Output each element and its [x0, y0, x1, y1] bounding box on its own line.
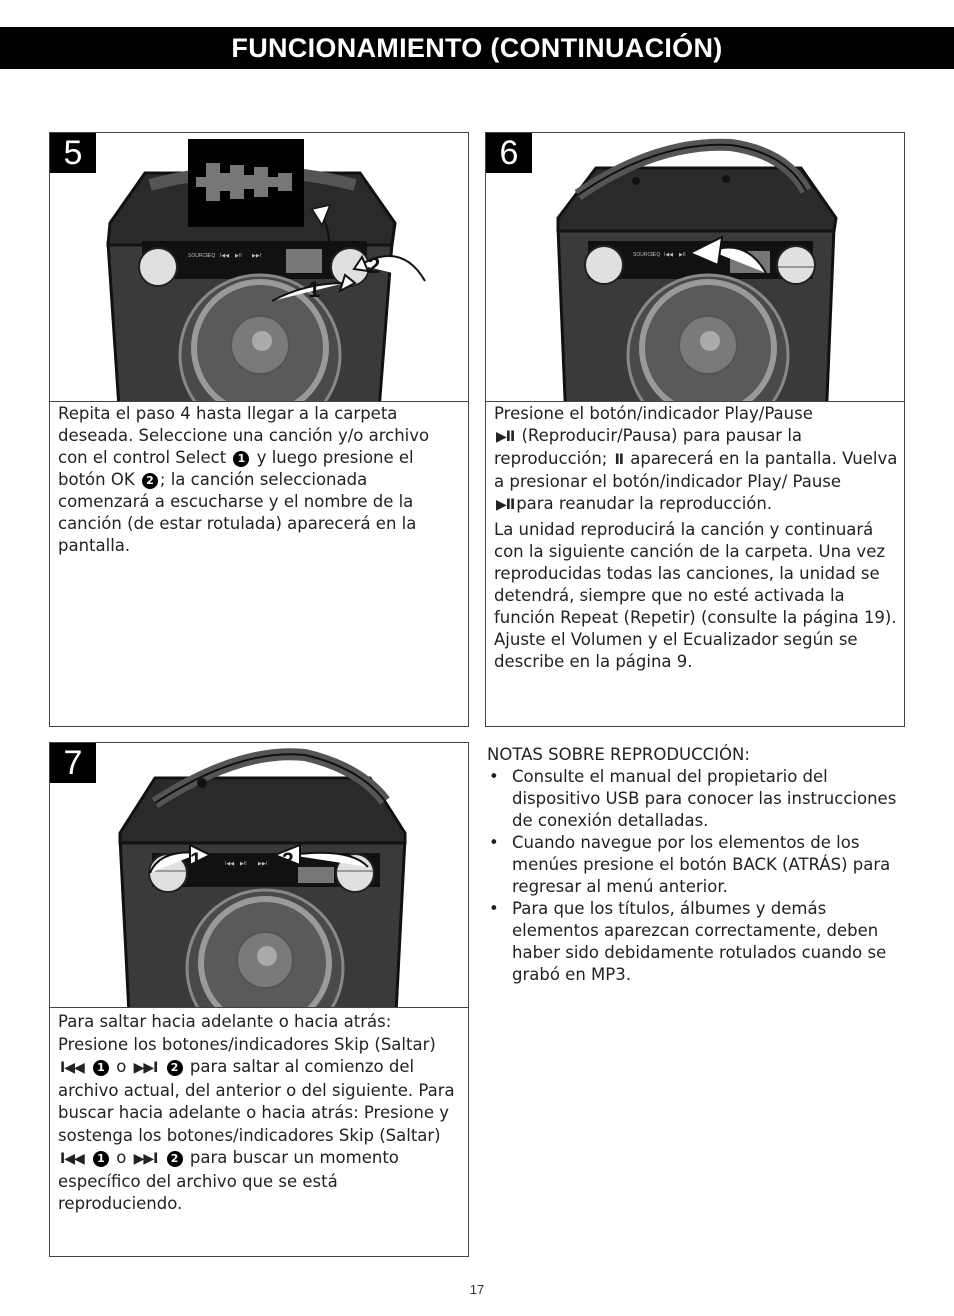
top-screw — [632, 177, 640, 185]
step-5-text-b: y luego presione el botón OK — [58, 448, 414, 489]
note-item: Cuando navegue por los elementos de los … — [487, 832, 907, 898]
step-5-text-c: ; la canción seleccionada comenzará a es… — [58, 470, 417, 555]
notes-title: NOTAS SOBRE REPRODUCCIÓN: — [487, 745, 750, 764]
arrow-head-1 — [189, 843, 213, 867]
panel-label-eq: EQ — [208, 253, 215, 259]
panel-prev-icon: I◀◀ — [225, 861, 234, 867]
step-5-number: 5 — [50, 133, 96, 173]
ref-1-icon: 1 — [93, 1151, 109, 1167]
callout-arrow-1 — [271, 282, 346, 302]
speaker-top — [556, 166, 838, 233]
notes-list: Consulte el manual del propietario del d… — [487, 766, 907, 986]
note-item: Consulte el manual del propietario del d… — [487, 766, 907, 832]
speaker-illustration: SOURCE EQ I◀◀ ▶II ▶▶I — [106, 139, 426, 401]
select-knob — [584, 245, 624, 285]
callout-2-label: 2 — [368, 253, 380, 278]
ref-1-icon: 1 — [93, 1060, 109, 1076]
top-screw — [197, 778, 207, 788]
playback-notes: NOTAS SOBRE REPRODUCCIÓN: Consulte el ma… — [487, 744, 907, 986]
display-pointer-head — [310, 203, 332, 227]
ref-2-icon: 2 — [166, 1060, 183, 1076]
step-5-text-a: Repita el paso 4 hasta llegar a la carpe… — [58, 404, 430, 467]
panel-next-icon: ▶▶I — [258, 861, 267, 867]
callout-arrow-2 — [289, 851, 369, 868]
step-6-text-a: Presione el botón/indicador Play/Pause — [494, 404, 813, 423]
woofer-dustcap — [252, 331, 272, 351]
panel-next-icon: ▶▶I — [252, 253, 261, 259]
callout-1-label: 1 — [308, 277, 320, 302]
note-item: Para que los títulos, álbumes y demás el… — [487, 898, 907, 986]
panel-play-icon: ▶II — [240, 861, 247, 867]
or-text: o — [116, 1057, 127, 1076]
speaker-illustration: I◀◀ ▶II ▶▶I 1 2 — [118, 748, 407, 1007]
panel-prev-icon: I◀◀ — [664, 252, 673, 258]
step-6-illustration: 6 SOURCE EQ I◀◀ ▶II — [486, 133, 904, 402]
arrow-head — [687, 235, 724, 267]
panel-prev-icon: I◀◀ — [220, 253, 229, 259]
select-knob — [138, 247, 178, 287]
step-7-box: 7 I◀◀ ▶II ▶▶I 1 2 — [49, 742, 469, 1257]
step-5-text: Repita el paso 4 hasta llegar a la carpe… — [58, 403, 462, 557]
display-window — [298, 867, 334, 883]
next-track-icon: ▶▶I — [133, 1060, 159, 1076]
step-6-text: Presione el botón/indicador Play/Pause ▶… — [494, 403, 898, 673]
panel-label-eq: EQ — [653, 252, 660, 258]
display-window — [286, 249, 322, 273]
ref-2-icon: 2 — [141, 473, 158, 489]
waveform-graphic — [196, 163, 292, 201]
panel-label-source: SOURCE — [188, 253, 210, 259]
handle-outline — [577, 143, 807, 196]
ref-1-icon: 1 — [233, 451, 250, 467]
ref-2-icon: 2 — [166, 1151, 183, 1167]
volume-knob — [776, 245, 816, 285]
step-5-illustration: 5 SOURCE EQ I◀◀ ▶II ▶▶I — [50, 133, 468, 402]
step-7-illustration: 7 I◀◀ ▶II ▶▶I 1 2 — [50, 743, 468, 1008]
step-6-box: 6 SOURCE EQ I◀◀ ▶II Presione e — [485, 132, 905, 727]
step-6-text-b: (Reproducir/Pausa) para pausar la reprod… — [494, 426, 803, 468]
section-header: FUNCIONAMIENTO (CONTINUACIÓN) — [0, 27, 954, 69]
or-text: o — [116, 1148, 127, 1167]
panel-label-source: SOURCE — [633, 252, 655, 258]
callout-2-label: 2 — [282, 849, 294, 872]
step-7-text-b: para saltar al comienzo del archivo actu… — [58, 1057, 455, 1145]
callout-1-label: 1 — [190, 849, 202, 872]
play-pause-icon: ▶II — [496, 429, 515, 445]
top-screw — [722, 175, 730, 183]
next-track-icon: ▶▶I — [133, 1151, 159, 1167]
page-title: FUNCIONAMIENTO (CONTINUACIÓN) — [231, 32, 723, 63]
prev-track-icon: I◀◀ — [60, 1060, 85, 1076]
step-6-text-d: para reanudar la reproducción. — [516, 494, 773, 513]
speaker-top — [118, 776, 407, 845]
page-number: 17 — [469, 1282, 485, 1297]
speaker-illustration: SOURCE EQ I◀◀ ▶II — [556, 138, 838, 401]
pause-icon: II — [614, 452, 624, 468]
play-pause-icon: ▶II — [496, 497, 515, 513]
handle-outline — [154, 753, 386, 804]
callout-arrow-2 — [359, 255, 426, 282]
step-6-text-c: aparecerá en la pantalla. Vuelva a presi… — [494, 449, 898, 491]
step-7-text: Para saltar hacia adelante o hacia atrás… — [58, 1011, 462, 1216]
step-7-text-c: para buscar un momento específico del ar… — [58, 1148, 399, 1213]
step-5-box: 5 SOURCE EQ I◀◀ ▶II ▶▶I — [49, 132, 469, 727]
arrow-head-2 — [272, 843, 301, 867]
panel-play-icon: ▶II — [235, 253, 242, 259]
arrow-head-1 — [338, 273, 357, 294]
prev-track-icon: I◀◀ — [60, 1151, 85, 1167]
step-7-number: 7 — [50, 743, 96, 783]
arrow-head-2 — [352, 254, 370, 273]
woofer-dustcap — [257, 946, 277, 966]
step-6-text-e: La unidad reproducirá la canción y conti… — [494, 520, 897, 671]
step-6-number: 6 — [486, 133, 532, 173]
step-7-text-a: Para saltar hacia adelante o hacia atrás… — [58, 1012, 436, 1054]
woofer-dustcap — [700, 331, 720, 351]
panel-play-icon: ▶II — [679, 252, 686, 258]
